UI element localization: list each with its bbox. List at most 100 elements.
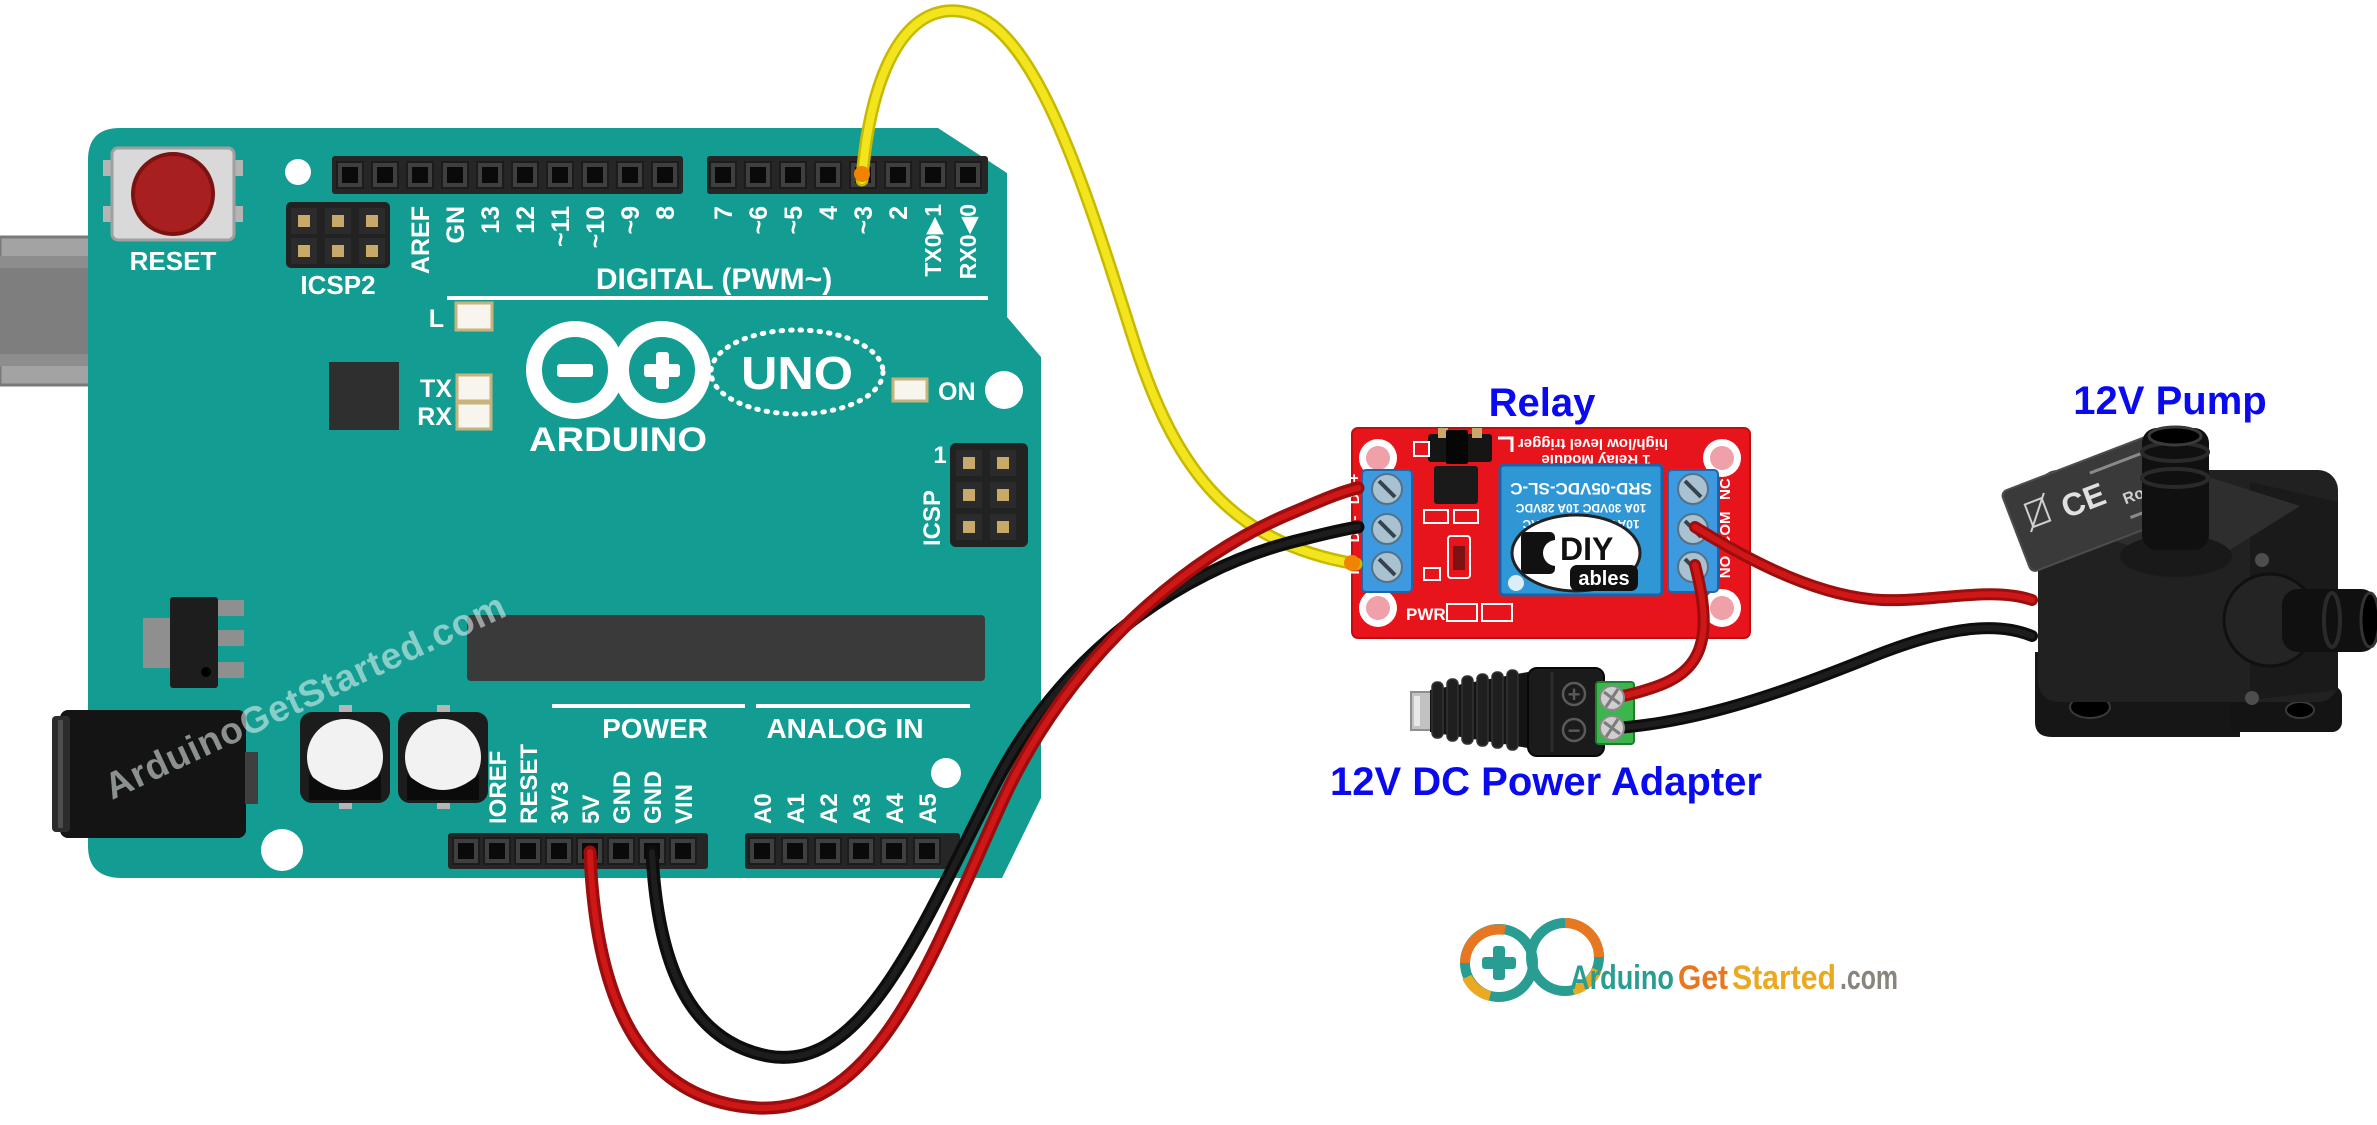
site-logo: Arduino Get Started .com [1460, 918, 1898, 1002]
pin-label: GN [442, 206, 470, 244]
jumper-pin [1438, 428, 1448, 438]
mount-hole-inner [1366, 446, 1390, 470]
pin-label: ~6 [745, 206, 773, 235]
pin [650, 160, 680, 190]
pin-label: A1 [783, 793, 810, 824]
pin [370, 160, 400, 190]
power-jack-highlight [58, 720, 63, 828]
logo-glyph [1521, 532, 1555, 574]
logo-arc-orange [1564, 918, 1604, 958]
site-logo-word-com: .com [1840, 959, 1898, 997]
icsp-header [950, 443, 1028, 547]
digital-pin-labels: AREF GN 13 12 ~11 ~10 ~9 8 7 ~6 ~5 4 ~3 … [407, 204, 981, 279]
pin-label: A2 [816, 793, 843, 824]
regulator-leg [218, 600, 244, 616]
cap-stripe [407, 774, 479, 800]
pin [513, 836, 543, 866]
ground-wire-gnd-to-dcminus [649, 524, 1361, 1061]
power-pin-labels: IOREF RESET 3V3 5V GND GND VIN [485, 744, 698, 824]
mount-hole-inner [1710, 596, 1734, 620]
pin-label: IOREF [485, 751, 512, 824]
analog-underline [756, 704, 970, 708]
opto-chip [1434, 466, 1478, 504]
pin [918, 160, 948, 190]
pin-label: GND [640, 771, 667, 824]
pump-outlet-top [2120, 425, 2232, 577]
power-jack-body [60, 710, 246, 838]
pin-label: ~5 [780, 206, 808, 235]
pump-title: 12V Pump [2073, 379, 2266, 423]
pin-label: VIN [671, 784, 698, 824]
silk-corner-mark [1498, 436, 1514, 452]
dc-power-adapter: + − [1410, 667, 1635, 757]
capacitor [398, 705, 488, 809]
mount-hole [985, 371, 1023, 409]
pin-label: 5V [578, 795, 605, 824]
uno-model-label: UNO [741, 347, 853, 399]
pin [615, 160, 645, 190]
pump-screw [2245, 691, 2259, 705]
weee-bin-icon [2023, 496, 2052, 529]
barb-ridge [2140, 467, 2210, 489]
relay-cube-model: SRD-05VDC-SL-C [1510, 479, 1652, 498]
pin [846, 836, 876, 866]
reset-tab [103, 160, 112, 176]
silk-led-box [1481, 603, 1513, 622]
mount-hole-inner [1710, 446, 1734, 470]
site-logo-infinity-icon [1460, 918, 1604, 1002]
site-logo-word-arduino: Arduino [1570, 959, 1674, 997]
pin-label-tx: TX0▶1 [920, 204, 946, 277]
relay-module: high/low level trigger 1 Relay Module SR… [1346, 427, 1751, 639]
adapter-body [1527, 667, 1605, 757]
voltage-regulator [143, 597, 244, 688]
power-header [448, 833, 708, 869]
pin-label: GND [609, 771, 636, 824]
pin [335, 160, 365, 190]
pin [510, 160, 540, 190]
pin [291, 238, 317, 264]
adapter-title: 12V DC Power Adapter [1330, 760, 1762, 804]
logo-plus-v [656, 352, 669, 389]
pin-label: 13 [477, 206, 505, 234]
led-on-label: ON [938, 378, 976, 406]
pin [956, 450, 982, 476]
pin [359, 238, 385, 264]
regulator-dot [201, 667, 211, 677]
jumper-cap [1446, 430, 1468, 464]
outlet-opening [2147, 425, 2203, 447]
reset-label: RESET [130, 246, 217, 276]
terminal-label-no: NO [1717, 555, 1734, 578]
pin-label: A0 [750, 793, 777, 824]
strain-relief-ribs [1431, 669, 1519, 751]
digital-section-label: DIGITAL (PWM~) [596, 263, 832, 296]
pin [747, 836, 777, 866]
reset-tab [234, 160, 243, 176]
icsp-label: ICSP [919, 490, 946, 546]
cap-lead [437, 800, 450, 809]
pin [990, 482, 1016, 508]
polarity-plus-icon [1561, 681, 1587, 707]
relay-silk-line2: high/low level trigger [1518, 435, 1668, 452]
pump-inlet-right [2222, 572, 2377, 668]
digital-header-right [707, 156, 988, 194]
screw-cross [1603, 718, 1621, 738]
terminal-label-nc: NC [1717, 478, 1734, 500]
pin-label: 4 [815, 206, 843, 220]
pin [291, 208, 317, 234]
diyables-logo: DIY ables [1510, 513, 1642, 593]
led-l [454, 301, 494, 332]
regulator-body [170, 597, 218, 688]
pin [953, 160, 983, 190]
pin [668, 836, 698, 866]
pin-label: 3V3 [547, 781, 574, 824]
trigger-jumper [1428, 428, 1492, 464]
led-l-label: L [429, 305, 444, 333]
silk-led-box [1446, 603, 1478, 622]
pin-label: ~3 [850, 206, 878, 235]
pwr-label: PWR [1406, 605, 1446, 624]
header-strip [707, 156, 988, 194]
pin-label: ~10 [582, 206, 610, 248]
usb-slot [0, 268, 100, 354]
pin-label: A5 [915, 793, 942, 824]
